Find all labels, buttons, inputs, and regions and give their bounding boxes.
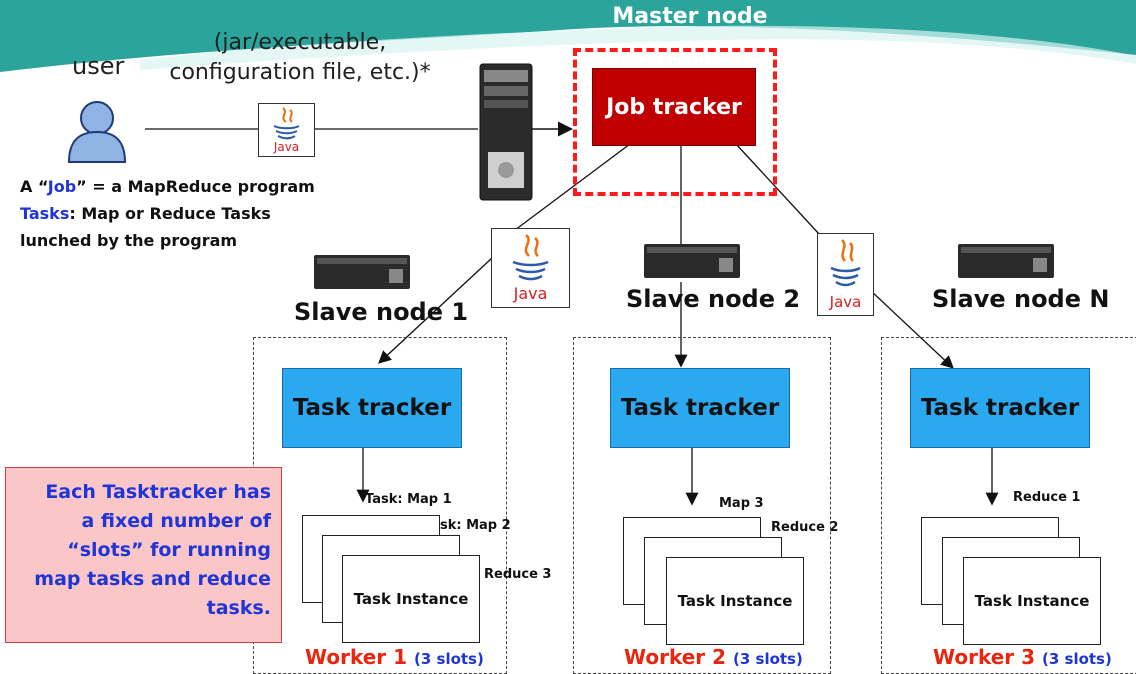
task-label: Task: Map 2 xyxy=(424,518,511,533)
task-label: Reduce 2 xyxy=(771,520,839,535)
slave-node-2-title: Slave node 2 xyxy=(626,285,801,313)
payload-line-2: configuration file, etc.)* xyxy=(169,60,431,85)
note-line: “slots” for running xyxy=(67,539,271,561)
definition-tasks-line: Tasks: Map or Reduce Tasks xyxy=(20,200,315,227)
java-badge: Java xyxy=(817,233,874,316)
payload-label: (jar/executable, configuration file, etc… xyxy=(140,28,460,88)
slave-computer-icon xyxy=(644,244,740,278)
definition-job-line: A “Job” = a MapReduce program xyxy=(20,173,315,200)
worker-name: Worker 3 xyxy=(933,645,1036,669)
java-text: Java xyxy=(513,284,548,303)
def-tasks-rest: : Map or Reduce Tasks xyxy=(69,204,271,223)
worker-slots: (3 slots) xyxy=(1042,650,1112,668)
task-tracker-3: Task tracker xyxy=(910,368,1090,448)
task-tracker-2: Task tracker xyxy=(610,368,790,448)
worker-slots: (3 slots) xyxy=(733,650,803,668)
java-text: Java xyxy=(829,293,862,311)
worker-3-title: Worker 3 (3 slots) xyxy=(933,645,1112,669)
task-label: Reduce 1 xyxy=(1013,490,1081,505)
note-line: Each Tasktracker has xyxy=(45,481,271,503)
note-line: a fixed number of xyxy=(81,510,271,532)
worker-name: Worker 1 xyxy=(305,645,408,669)
worker-1-title: Worker 1 (3 slots) xyxy=(305,645,484,669)
payload-line-1: (jar/executable, xyxy=(213,30,387,55)
java-text: Java xyxy=(273,140,300,154)
def-tasks-word: Tasks xyxy=(20,204,70,223)
task-label: Task: Map 1 xyxy=(365,492,452,507)
task-tracker-1: Task tracker xyxy=(282,368,462,448)
task-label: Map 3 xyxy=(719,496,764,511)
def-prefix: A “ xyxy=(20,177,48,196)
job-tracker: Job tracker xyxy=(592,68,756,146)
worker-2-title: Worker 2 (3 slots) xyxy=(624,645,803,669)
task-instance-card: Task Instance xyxy=(963,557,1101,645)
slave-computer-icon xyxy=(958,244,1054,278)
slots-note: Each Tasktracker has a fixed number of “… xyxy=(5,467,282,643)
slave-node-1-title: Slave node 1 xyxy=(294,298,469,326)
java-badge: Java xyxy=(258,103,315,157)
task-label: Reduce 3 xyxy=(484,567,552,582)
slave-computer-icon xyxy=(314,255,410,289)
java-cup-icon xyxy=(512,234,549,281)
job-definitions: A “Job” = a MapReduce program Tasks: Map… xyxy=(20,173,315,254)
java-cup-icon xyxy=(830,239,861,287)
task-instance-card: Task Instance xyxy=(666,557,804,645)
task-instance-card: Task Instance xyxy=(342,555,480,643)
worker-slots: (3 slots) xyxy=(414,650,484,668)
note-line: map tasks and reduce xyxy=(34,568,271,590)
slave-node-n-title: Slave node N xyxy=(932,285,1110,313)
def-job-word: Job xyxy=(47,177,77,196)
definition-launch-line: lunched by the program xyxy=(20,231,238,250)
worker-name: Worker 2 xyxy=(624,645,727,669)
user-label: user xyxy=(72,52,125,80)
java-cup-icon xyxy=(273,107,300,140)
master-server-icon xyxy=(479,63,533,201)
def-suffix: ” = a MapReduce program xyxy=(76,177,315,196)
note-line: tasks. xyxy=(206,597,271,619)
java-badge: Java xyxy=(491,228,570,308)
master-node-title: Master node xyxy=(612,4,768,29)
header-banner xyxy=(0,0,1136,72)
job-tracker-dashed-frame xyxy=(573,48,777,196)
user-icon xyxy=(67,101,127,163)
